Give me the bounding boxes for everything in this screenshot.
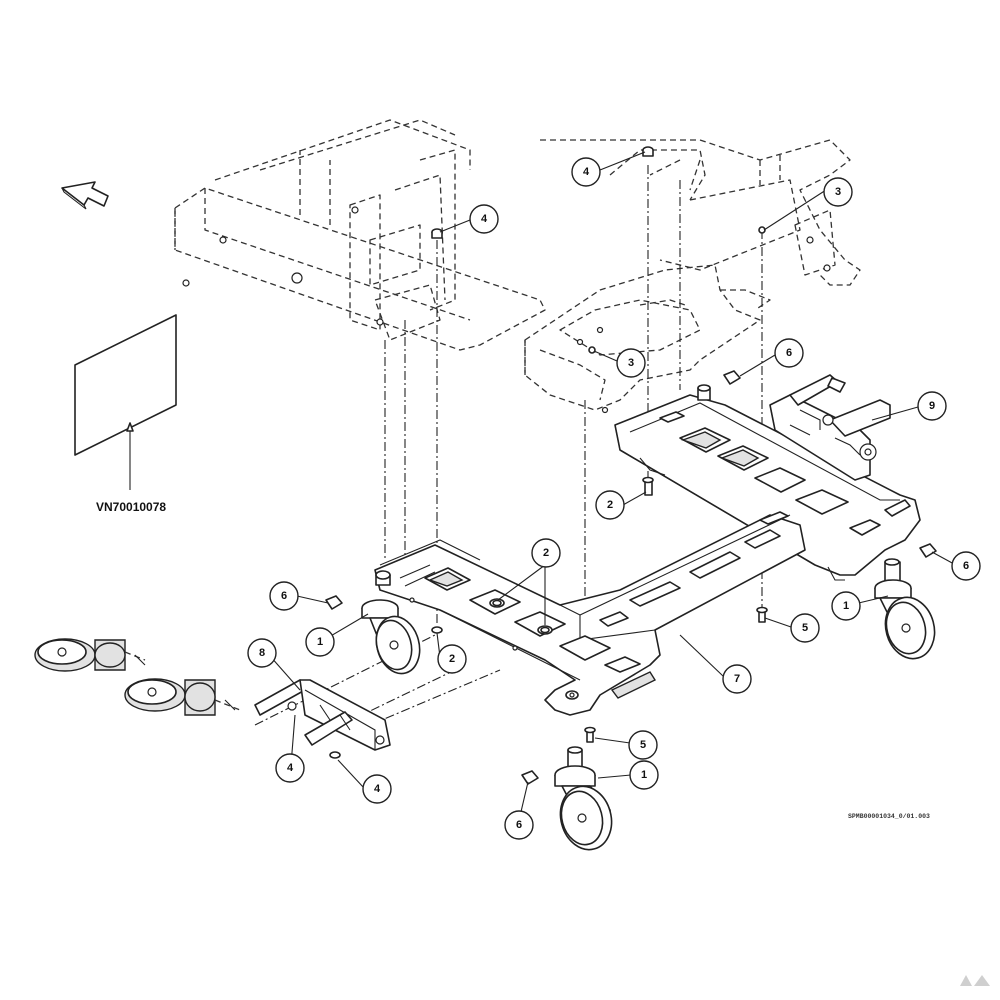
svg-text:4: 4 [583, 166, 590, 178]
svg-text:5: 5 [640, 739, 646, 751]
callout-4-top: 4 [571, 157, 601, 187]
svg-text:1: 1 [843, 600, 849, 612]
callout-5-right: 5 [790, 613, 820, 643]
callout-1-left: 1 [305, 627, 335, 657]
right-base-frame [614, 384, 921, 581]
drawing-code: SPMB00001034_0/01.003 [848, 813, 930, 820]
callout-9: 9 [917, 391, 947, 421]
handle-bracket [769, 374, 891, 481]
callout-4-mid: 4 [469, 204, 499, 234]
svg-text:8: 8 [259, 647, 265, 659]
svg-text:1: 1 [641, 769, 647, 781]
callout-6-bottom: 6 [504, 810, 534, 840]
svg-text:2: 2 [449, 653, 455, 665]
svg-text:3: 3 [628, 357, 634, 369]
callout-2-left: 2 [437, 644, 467, 674]
callout-6-far-right: 6 [951, 551, 981, 581]
svg-text:5: 5 [802, 622, 808, 634]
watermark-logo [960, 975, 990, 986]
assembly-guide-lines [254, 165, 763, 741]
svg-text:6: 6 [963, 560, 969, 572]
callout-6-right: 6 [774, 338, 804, 368]
caster-wheel-bottom [554, 746, 613, 851]
caster-wheel-left [361, 599, 421, 675]
callout-8: 8 [247, 638, 277, 668]
caster-wheel-right [874, 558, 936, 660]
callout-3-top: 3 [823, 177, 853, 207]
machine-chassis [174, 119, 861, 414]
callout-1-bottom: 1 [629, 760, 659, 790]
callouts: 4 3 4 3 6 9 2 6 1 5 2 6 1 2 7 8 4 4 5 1 … [247, 157, 981, 840]
callout-4-bottom-b: 4 [362, 774, 392, 804]
svg-text:1: 1 [317, 636, 323, 648]
svg-text:9: 9 [929, 400, 935, 412]
svg-text:4: 4 [374, 783, 381, 795]
callout-1-right: 1 [831, 591, 861, 621]
svg-text:4: 4 [481, 213, 488, 225]
callout-3-mid: 3 [616, 348, 646, 378]
callout-4-bottom-a: 4 [275, 753, 305, 783]
callout-7: 7 [722, 664, 752, 694]
direction-arrow-icon [61, 181, 109, 210]
svg-text:6: 6 [516, 819, 522, 831]
reference-label: VN70010078 [96, 500, 166, 514]
callout-2-center: 2 [531, 538, 561, 568]
svg-text:2: 2 [607, 499, 613, 511]
callout-6-left: 6 [269, 581, 299, 611]
leader-lines [269, 151, 955, 817]
phantom-casters [34, 638, 241, 716]
fasteners [325, 146, 937, 785]
callout-5-bottom: 5 [628, 730, 658, 760]
callout-2-right: 2 [595, 490, 625, 520]
decal-sticker [74, 314, 177, 490]
handle-bracket-left [254, 679, 391, 751]
svg-text:6: 6 [281, 590, 287, 602]
svg-text:3: 3 [835, 186, 841, 198]
svg-text:6: 6 [786, 347, 792, 359]
svg-text:2: 2 [543, 547, 549, 559]
svg-text:4: 4 [287, 762, 294, 774]
svg-text:7: 7 [734, 673, 740, 685]
